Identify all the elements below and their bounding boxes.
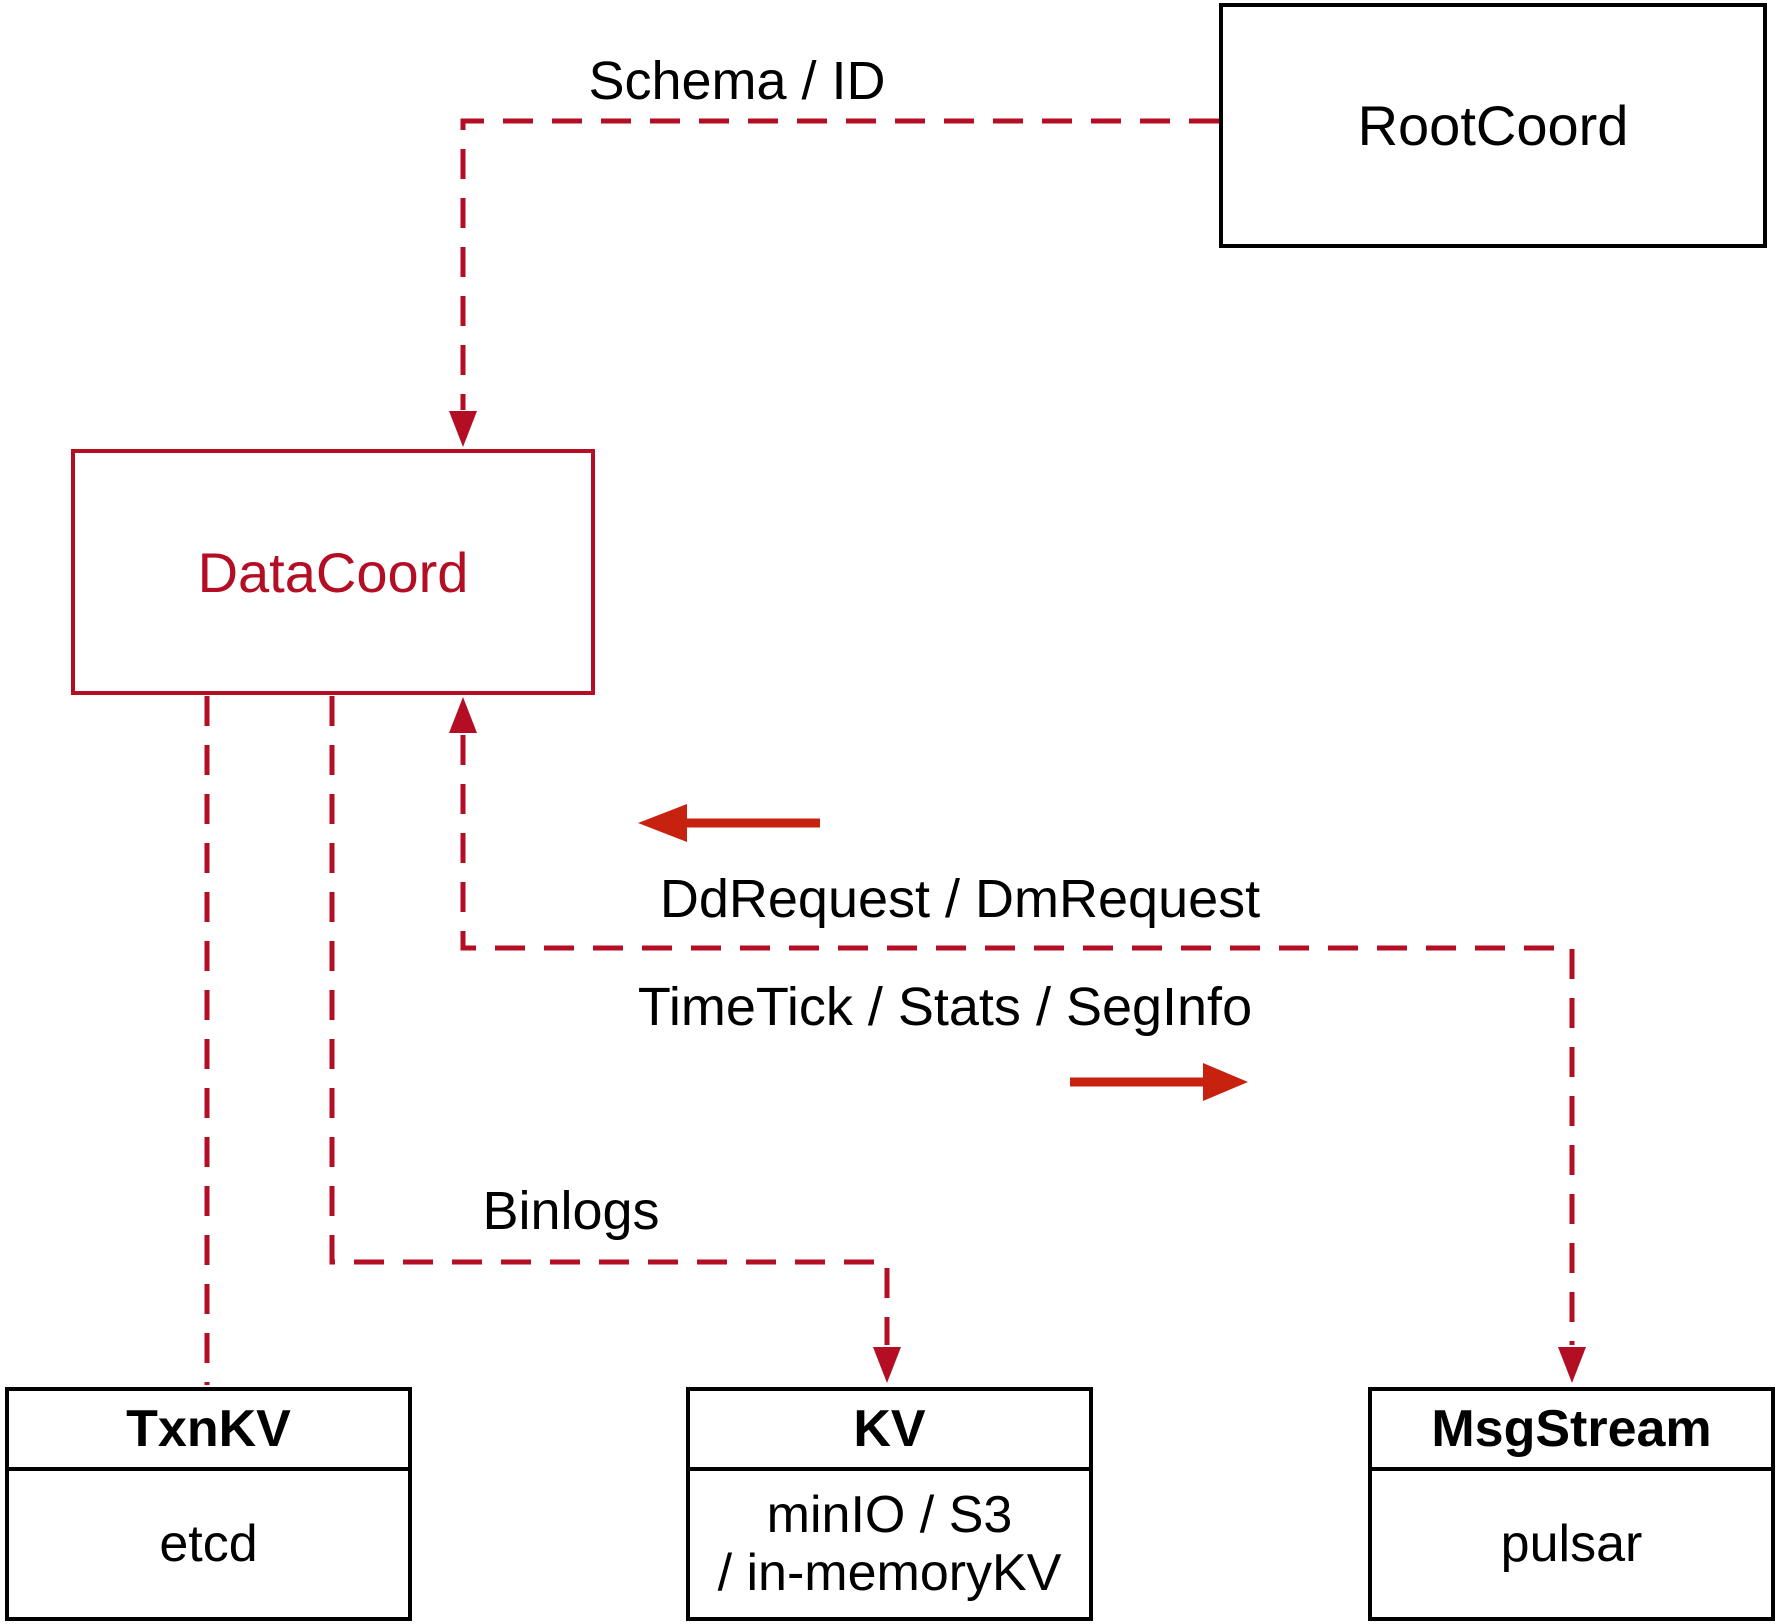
edge-ddrequest-arrowhead	[449, 697, 477, 733]
rootcoord-node: RootCoord	[1219, 3, 1767, 248]
txnkv-node: TxnKV etcd	[5, 1387, 412, 1621]
kv-node: KV minIO / S3 / in-memoryKV	[686, 1387, 1093, 1621]
edge-schema-id-arrowhead	[449, 411, 477, 447]
txnkv-body: etcd	[159, 1514, 258, 1573]
datacoord-label: DataCoord	[197, 540, 469, 604]
edge-ddrequest-label: DdRequest / DmRequest	[659, 869, 1261, 929]
edge-binlogs-arrowhead	[873, 1347, 901, 1383]
edge-ddrequest-line	[460, 735, 1575, 1345]
right-direction-arrow-head	[1203, 1063, 1248, 1101]
msgstream-node: MsgStream pulsar	[1368, 1387, 1775, 1621]
kv-body-line2: / in-memoryKV	[717, 1544, 1062, 1602]
edge-timetick-label: TimeTick / Stats / SegInfo	[637, 977, 1253, 1037]
kv-body-line1: minIO / S3	[766, 1485, 1013, 1544]
txnkv-title: TxnKV	[9, 1391, 408, 1471]
datacoord-node: DataCoord	[71, 449, 595, 695]
rootcoord-label: RootCoord	[1357, 94, 1629, 157]
edge-schema-id-line	[460, 118, 1219, 410]
left-direction-arrow-head	[638, 804, 687, 842]
kv-title: KV	[690, 1391, 1089, 1471]
edge-binlogs-line	[329, 696, 890, 1345]
msgstream-body: pulsar	[1500, 1514, 1643, 1573]
msgstream-title: MsgStream	[1372, 1391, 1771, 1471]
edge-binlogs-label: Binlogs	[482, 1181, 660, 1241]
edge-schema-id-label: Schema / ID	[588, 51, 886, 111]
edge-timetick-arrowhead	[1558, 1347, 1586, 1383]
